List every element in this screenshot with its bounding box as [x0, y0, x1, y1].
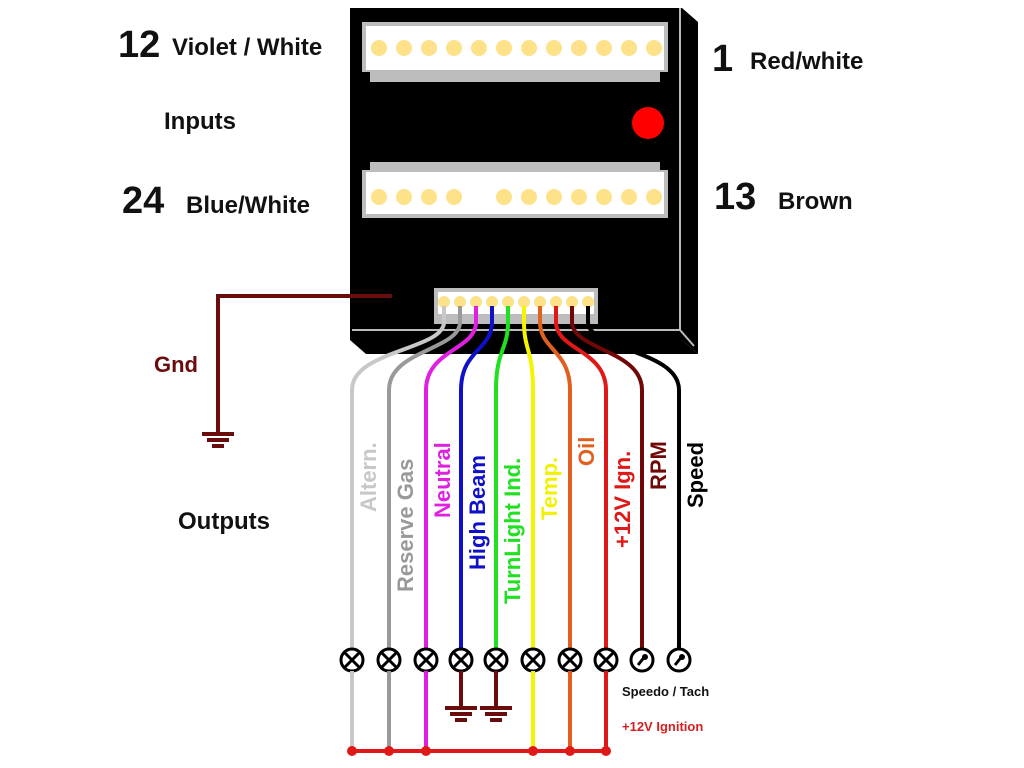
bus-junction [421, 746, 431, 756]
input-pin [446, 40, 462, 56]
inputs-label: Inputs [164, 108, 236, 135]
input-pin [546, 189, 562, 205]
input-pin [421, 40, 437, 56]
output-pin [566, 296, 578, 308]
gauge-icon [666, 647, 692, 673]
wire-label: Temp. [537, 456, 562, 520]
output-pin [486, 296, 498, 308]
lamp-icon [520, 647, 546, 673]
lamp-icon [413, 647, 439, 673]
input-pin [471, 40, 487, 56]
pin-24-color: Blue/White [186, 192, 310, 219]
bus-junction [384, 746, 394, 756]
output-pin [502, 296, 514, 308]
pin-24-number: 24 [122, 180, 165, 222]
ignition-bus-label: +12V Ignition [622, 719, 704, 734]
input-connector-bottom [362, 162, 668, 218]
pin-1-color: Red/white [750, 48, 864, 75]
output-wire [586, 306, 681, 648]
bus-junction [565, 746, 575, 756]
module-edge-diagonal [679, 329, 695, 347]
input-connector-top [362, 22, 668, 82]
output-pin [518, 296, 530, 308]
ground-line [216, 294, 392, 432]
output-pin [582, 296, 594, 308]
pin-13-color: Brown [778, 188, 853, 215]
led-icon [632, 107, 664, 139]
input-pin [546, 40, 562, 56]
input-pin [621, 189, 637, 205]
input-pin [646, 189, 662, 205]
outputs-label: Outputs [178, 508, 270, 535]
lamp-icon [376, 647, 402, 673]
gauge-icon [629, 647, 655, 673]
output-pin [454, 296, 466, 308]
bus-junction [347, 746, 357, 756]
wire-label: +12V Ign. [610, 450, 635, 548]
output-wire [459, 306, 494, 648]
ground-icon [480, 706, 512, 722]
bus-junction [528, 746, 538, 756]
input-pin [521, 189, 537, 205]
wire-label: High Beam [465, 455, 490, 570]
input-pin [596, 189, 612, 205]
input-pin [371, 40, 387, 56]
input-pin [396, 189, 412, 205]
module-side-face [682, 8, 698, 354]
wire-label: TurnLight Ind. [500, 457, 525, 604]
input-pin [496, 40, 512, 56]
wire-label: Neutral [430, 442, 455, 518]
input-pin [621, 40, 637, 56]
bus-junction [601, 746, 611, 756]
pin-1-number: 1 [712, 38, 734, 80]
output-pin [550, 296, 562, 308]
ground-wire [202, 294, 392, 448]
lamp-icon [593, 647, 619, 673]
input-pin [596, 40, 612, 56]
input-pin [421, 189, 437, 205]
ground-label: Gnd [154, 352, 198, 377]
wire-label: Speed [683, 441, 708, 508]
wire-label: Altern. [356, 442, 381, 512]
pin-13-number: 13 [714, 176, 757, 218]
input-pin [396, 40, 412, 56]
input-pin [521, 40, 537, 56]
output-wire [538, 306, 572, 648]
output-pin [534, 296, 546, 308]
ground-icon [445, 706, 477, 722]
output-wire [424, 306, 478, 648]
output-wire [554, 306, 608, 648]
lamp-icon [339, 647, 365, 673]
input-pin [496, 189, 512, 205]
output-wire [350, 306, 446, 648]
wire-label: Reserve Gas [393, 458, 418, 592]
pin-12-color: Violet / White [172, 34, 323, 61]
pin-12-number: 12 [118, 24, 161, 66]
input-pin [571, 189, 587, 205]
wire-label: RPM [646, 441, 671, 490]
speedo-tach-label: Speedo / Tach [622, 684, 710, 699]
wire-label: Oil [574, 436, 599, 466]
output-wire [387, 306, 462, 648]
input-pin [371, 189, 387, 205]
input-pin [446, 189, 462, 205]
output-wire [494, 306, 510, 648]
output-wire [522, 306, 535, 648]
input-pin [571, 40, 587, 56]
input-pin [646, 40, 662, 56]
output-pin [470, 296, 482, 308]
lamp-icon [483, 647, 509, 673]
ground-icon [202, 432, 234, 448]
output-wire [570, 306, 644, 648]
lamp-icon [448, 647, 474, 673]
lamp-icon [557, 647, 583, 673]
output-pin [438, 296, 450, 308]
